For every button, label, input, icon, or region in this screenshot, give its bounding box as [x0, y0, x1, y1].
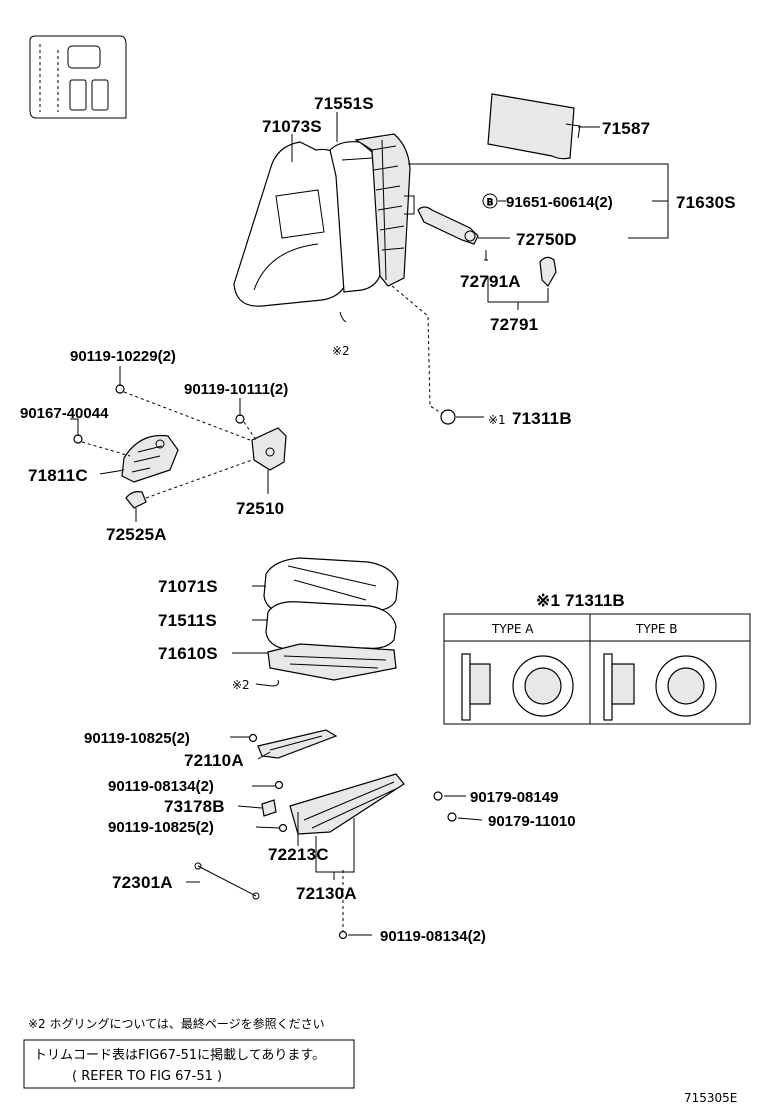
part-label-90119-10229: 90119-10229(2): [70, 348, 176, 365]
part-label-71610S: 71610S: [158, 644, 218, 663]
part-label-90179-08149: 90179-08149: [470, 789, 558, 806]
part-label-71073S: 71073S: [262, 117, 322, 136]
lever-clip-illustration: [484, 250, 557, 287]
reference-line-1: トリムコード表はFIG67-51に掲載してあります。: [34, 1047, 325, 1063]
type-a-header: TYPE A: [491, 622, 534, 636]
part-label-90119-08134-b: 90119-08134(2): [380, 928, 486, 945]
seat-back-frame-illustration: [354, 133, 415, 287]
part-label-72301A: 72301A: [112, 873, 173, 892]
seat-cushion-pad-illustration: [265, 601, 397, 651]
part-label-71551S: 71551S: [314, 94, 374, 113]
clip-type-box: [443, 613, 751, 725]
clip-type-b-illustration: [603, 653, 717, 721]
hinge-bracket-illustration: [251, 427, 287, 471]
note-mark-1: ※1: [488, 413, 506, 427]
seat-track-rail-illustration: [289, 773, 405, 835]
part-label-72750D: 72750D: [516, 230, 577, 249]
adjuster-cable-illustration: [194, 862, 260, 900]
part-label-90119-10825-b: 90119-10825(2): [108, 819, 214, 836]
reference-box: [23, 1039, 355, 1089]
part-label-72510: 72510: [236, 499, 284, 518]
recliner-cover-illustration: [121, 434, 179, 483]
part-label-72791: 72791: [490, 315, 538, 334]
part-label-72110A: 72110A: [184, 751, 244, 770]
part-label-90119-10825-a: 90119-10825(2): [84, 730, 190, 747]
handle-bracket-illustration: [261, 799, 277, 817]
type-b-header: TYPE B: [635, 622, 678, 636]
seat-back-cover-illustration: [233, 141, 351, 307]
part-label-90167-40044: 90167-40044: [20, 405, 109, 422]
note-mark-2-mid: ※2: [232, 678, 250, 692]
part-label-73178B: 73178B: [164, 797, 225, 816]
reference-line-2: ( REFER TO FIG 67-51 ): [72, 1069, 222, 1084]
clip-box-title: ※1 71311B: [536, 591, 625, 610]
part-label-71311B: 71311B: [512, 409, 572, 428]
part-label-72213C: 72213C: [268, 845, 329, 864]
figure-code: 715305E: [684, 1091, 737, 1105]
vehicle-locator-icon: [29, 35, 127, 119]
seat-cushion-frame-illustration: [267, 643, 397, 681]
clip-type-a-illustration: [461, 653, 574, 721]
headrest-board-illustration: [487, 93, 581, 160]
part-label-71630S: 71630S: [676, 193, 736, 212]
circle-b-marker: B: [487, 197, 493, 207]
part-label-72130A: 72130A: [296, 884, 357, 903]
part-label-71071S: 71071S: [158, 577, 218, 596]
part-label-90179-11010: 90179-11010: [488, 813, 576, 830]
part-label-72791A: 72791A: [460, 272, 521, 291]
cap-illustration: [125, 491, 147, 509]
part-label-71587: 71587: [602, 119, 650, 138]
part-label-90119-10111: 90119-10111(2): [184, 381, 288, 398]
recliner-lever-illustration: [417, 206, 479, 245]
part-label-90119-08134-a: 90119-08134(2): [108, 778, 214, 795]
footer-note: ※2 ホグリングについては、最終ページを参照ください: [28, 1016, 325, 1031]
part-label-71811C: 71811C: [28, 466, 88, 485]
seat-track-upper-illustration: [257, 729, 338, 759]
part-label-71511S: 71511S: [158, 611, 217, 630]
part-label-72525A: 72525A: [106, 525, 167, 544]
part-label-91651: 91651-60614(2): [506, 194, 613, 211]
seat-cushion-cover-illustration: [263, 557, 399, 615]
note-mark-2-top: ※2: [332, 344, 350, 358]
